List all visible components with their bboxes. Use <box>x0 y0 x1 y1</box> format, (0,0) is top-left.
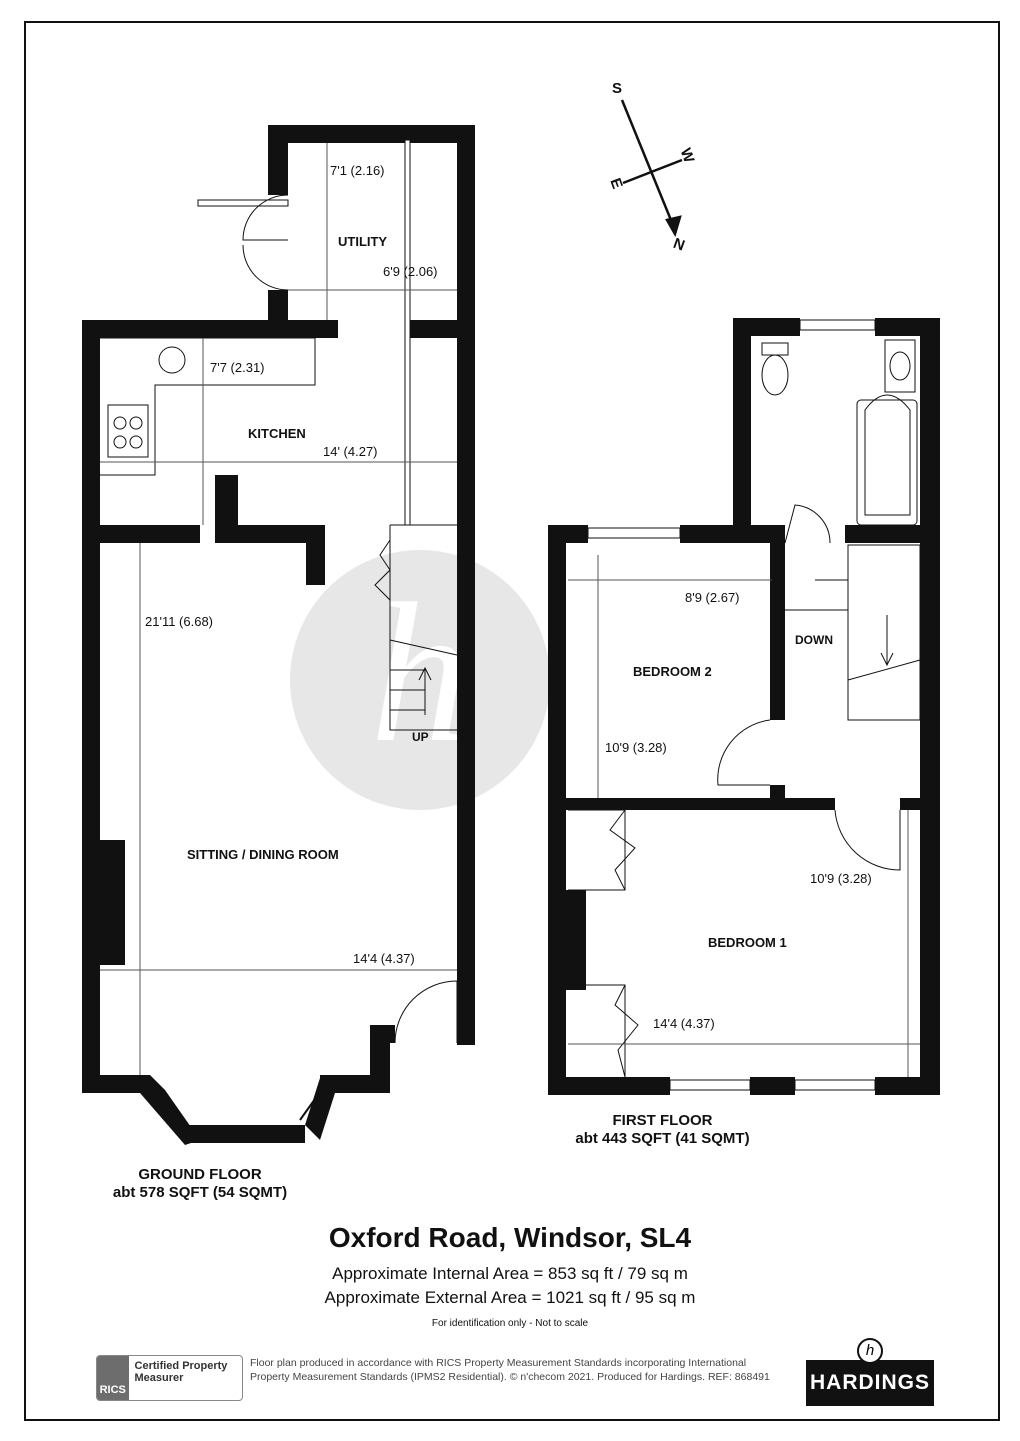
scale-note: For identification only - Not to scale <box>431 1318 589 1329</box>
internal-area: Approximate Internal Area = 853 sq ft / … <box>332 1264 688 1283</box>
property-title: Oxford Road, Windsor, SL4 <box>328 1222 692 1253</box>
first-floor-details <box>568 319 921 1091</box>
ground-floor-label: GROUND FLOOR <box>138 1166 262 1183</box>
first-floor-walls <box>548 318 940 1095</box>
utility-label: UTILITY <box>338 234 388 249</box>
bedroom1-dim-width: 14'4 (4.37) <box>653 1016 715 1031</box>
bedroom2-label: BEDROOM 2 <box>633 664 712 679</box>
footer-disclaimer: Floor plan produced in accordance with R… <box>250 1357 770 1383</box>
compass-s-label: S <box>612 80 623 97</box>
bedroom1-dim-length: 10'9 (3.28) <box>810 871 872 886</box>
utility-dim-width: 6'9 (2.06) <box>383 264 438 279</box>
ground-floor-walls <box>82 125 475 1145</box>
rics-badge-text: Certified Property Measurer <box>134 1360 228 1384</box>
compass-icon <box>620 99 683 238</box>
stairs-up-label: UP <box>412 730 429 744</box>
rics-badge: RICS Certified Property Measurer <box>96 1355 243 1401</box>
page-border <box>24 21 1000 1421</box>
watermark-logo: h <box>290 550 550 810</box>
stairs-down-label: DOWN <box>795 633 833 647</box>
external-area: Approximate External Area = 1021 sq ft /… <box>324 1288 696 1307</box>
bedroom2-dim-length: 10'9 (3.28) <box>605 740 667 755</box>
kitchen-dim-b: 14' (4.27) <box>323 444 378 459</box>
kitchen-dim-a: 7'7 (2.31) <box>210 360 265 375</box>
kitchen-label: KITCHEN <box>248 426 306 441</box>
first-floor-caption: FIRST FLOOR abt 443 SQFT (41 SQMT) <box>520 1112 805 1148</box>
ground-floor-details <box>100 139 458 1121</box>
bedroom2-dim-width: 8'9 (2.67) <box>685 590 740 605</box>
hardings-logo: HARDINGS <box>806 1360 934 1406</box>
sitting-dim-length: 21'11 (6.68) <box>145 614 214 629</box>
svg-text:h: h <box>370 563 470 784</box>
bedroom1-label: BEDROOM 1 <box>708 935 787 950</box>
ground-floor-caption: GROUND FLOOR abt 578 SQFT (54 SQMT) <box>60 1166 340 1202</box>
rics-logo: RICS <box>97 1356 129 1400</box>
sitting-dim-width: 14'4 (4.37) <box>353 951 415 966</box>
first-floor-area: abt 443 SQFT (41 SQMT) <box>575 1130 750 1147</box>
utility-dim-length: 7'1 (2.16) <box>330 163 385 178</box>
first-floor-label: FIRST FLOOR <box>612 1112 713 1129</box>
hardings-h-icon: h <box>857 1338 883 1364</box>
ground-floor-area: abt 578 SQFT (54 SQMT) <box>112 1184 288 1201</box>
sitting-label: SITTING / DINING ROOM <box>187 847 339 862</box>
